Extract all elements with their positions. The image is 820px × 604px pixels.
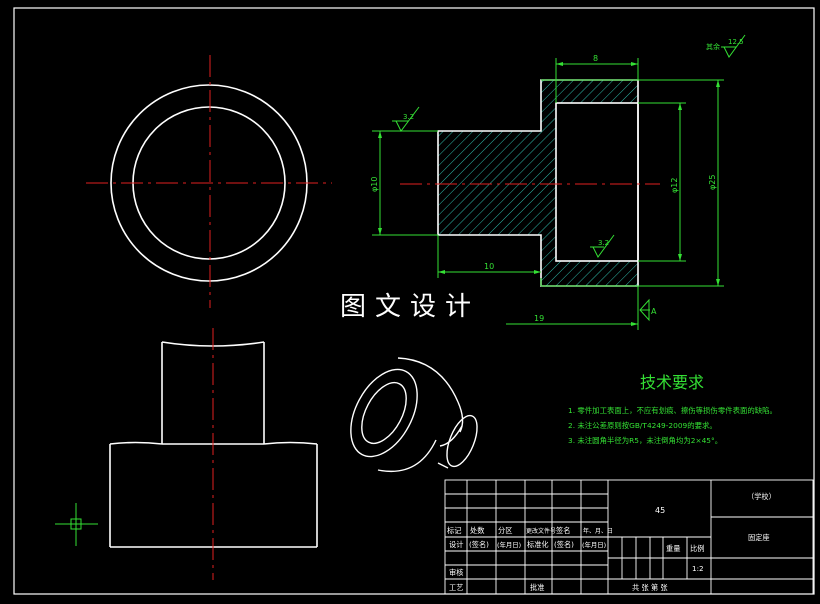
dim-top-width: 8 — [593, 54, 598, 63]
tb-sign: 签名 — [556, 526, 570, 535]
tb-part-name: 固定座 — [748, 533, 770, 542]
dim-inner-dia: φ12 — [670, 178, 679, 193]
tb-review: 审核 — [449, 568, 463, 577]
title-block — [444, 479, 814, 595]
top-view — [86, 55, 332, 308]
section-view — [372, 34, 746, 330]
watermark-title: 图文设计 — [340, 292, 481, 322]
tb-material: 45 — [655, 506, 665, 515]
tb-sign-placeholder-2: (签名) — [554, 540, 574, 549]
dim-outer-dia: φ25 — [708, 175, 717, 190]
tb-mark: 标记 — [447, 526, 461, 535]
tb-change-no: 更改文件号 — [526, 527, 556, 535]
tech-item-2: 2. 未注公差原则按GB/T4249-2009的要求。 — [568, 421, 717, 430]
dim-total-len: 19 — [534, 314, 544, 323]
tb-weight: 重量 — [666, 544, 680, 553]
roughness-rest-value: 12.5 — [728, 38, 744, 46]
tb-school: （学校） — [747, 492, 776, 501]
tb-approve: 批准 — [530, 583, 544, 592]
tb-zone: 分区 — [498, 526, 512, 535]
tb-sheets: 共 张 第 张 — [632, 583, 668, 592]
tech-requirements: 技术要求 1. 零件加工表面上，不应有划痕、擦伤等损伤零件表面的缺陷。 2. 未… — [568, 373, 777, 445]
tb-date: 年、月、日 — [583, 527, 613, 535]
roughness-a: 3.2 — [403, 113, 414, 121]
roughness-rest-label: 其余 — [706, 42, 720, 51]
tb-sign-placeholder: (签名) — [469, 540, 489, 549]
tech-title: 技术要求 — [640, 373, 704, 392]
ucs-cursor-icon — [55, 503, 98, 546]
tb-process: 工艺 — [449, 583, 463, 592]
tb-count: 处数 — [470, 526, 484, 535]
tech-item-1: 1. 零件加工表面上，不应有划痕、擦伤等损伤零件表面的缺陷。 — [568, 406, 777, 415]
datum-label: A — [651, 307, 657, 316]
isometric-view — [350, 357, 478, 472]
tb-scale: 比例 — [690, 544, 704, 553]
tb-design: 设计 — [449, 540, 463, 549]
dim-shank-len: 10 — [484, 262, 494, 271]
tb-date-placeholder-2: (年月日) — [582, 540, 606, 549]
drawing-border — [13, 7, 815, 595]
tech-item-3: 3. 未注圆角半径为R5，未注倒角均为2×45°。 — [568, 436, 722, 445]
roughness-b: 3.2 — [598, 239, 609, 247]
dim-left-dia: φ10 — [370, 177, 379, 192]
tb-standard: 标准化 — [527, 540, 549, 549]
tb-scale-value: 1:2 — [692, 564, 704, 573]
tb-date-placeholder: (年月日) — [497, 540, 521, 549]
